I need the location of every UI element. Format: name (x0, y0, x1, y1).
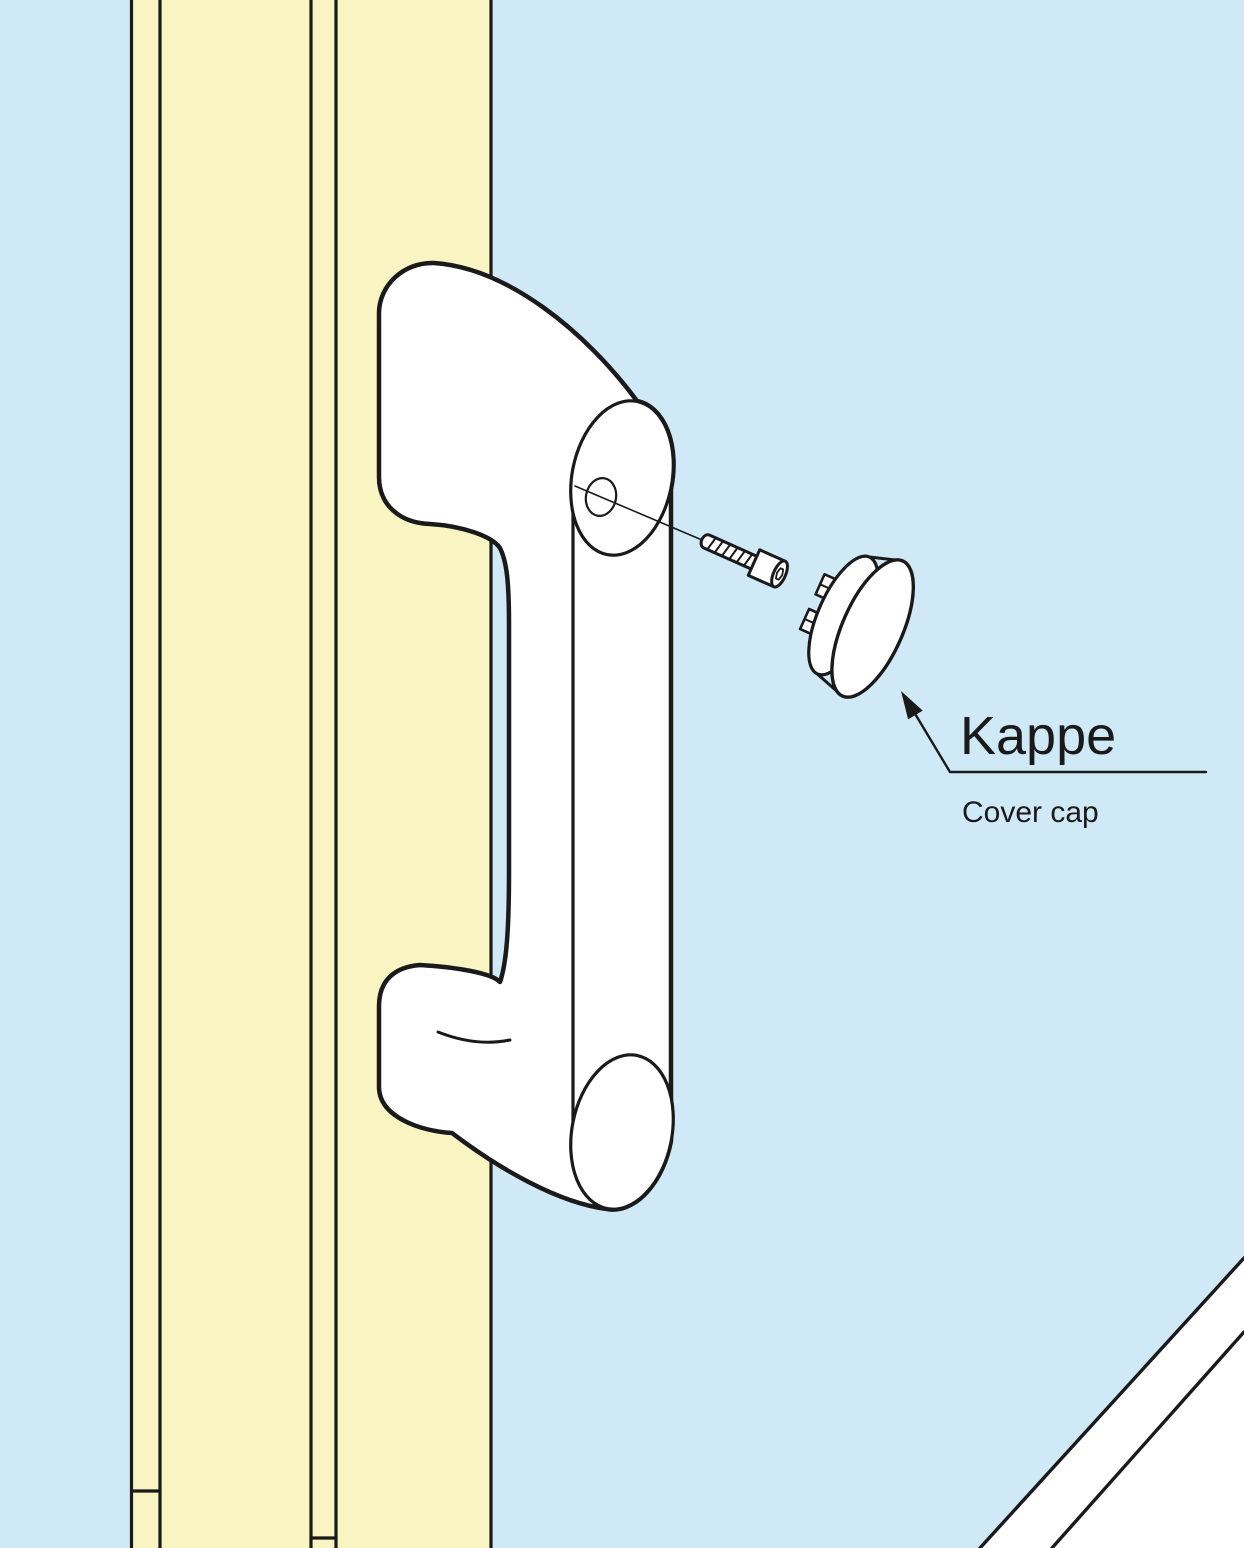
corner-edge-line-2 (1050, 1330, 1244, 1548)
assembly-axis-line (574, 485, 703, 541)
corner-cutout (978, 1256, 1244, 1548)
corner-edge-line-1 (978, 1256, 1244, 1548)
cap-face (830, 558, 916, 699)
part-label-english: Cover cap (962, 796, 1099, 829)
screw-socket (775, 567, 785, 581)
label-leader-line (903, 695, 1208, 774)
mounting-screw (699, 533, 789, 589)
label-callout: Kappe Cover cap (901, 691, 1208, 829)
bottom-foot-seam-line (436, 1030, 512, 1044)
pull-handle (376, 260, 703, 1212)
label-arrowhead (901, 691, 923, 720)
part-label-german: Kappe (960, 706, 1116, 766)
cover-cap (798, 554, 916, 699)
door-panel (129, 0, 493, 1548)
screw-shank (699, 533, 759, 571)
screw-threads (706, 536, 754, 567)
handle-bottom-end-face (569, 1053, 675, 1211)
